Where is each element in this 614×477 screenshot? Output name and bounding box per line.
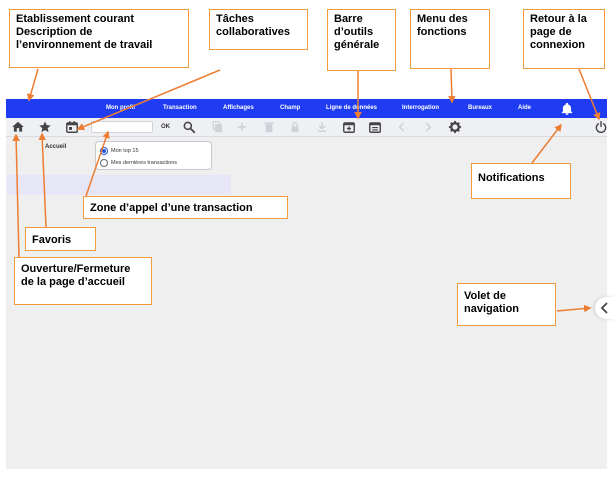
- calendar-add-icon[interactable]: [342, 120, 356, 134]
- radio-label: Mes dernières transactions: [111, 159, 178, 166]
- callout-menu-fonctions: Menu des fonctions: [410, 9, 490, 69]
- callout-notifications: Notifications: [471, 163, 571, 199]
- radio-mes-dernieres-transactions[interactable]: Mes dernières transactions: [100, 157, 177, 168]
- star-icon[interactable]: [38, 120, 52, 134]
- menu-item-transaction[interactable]: Transaction: [163, 105, 197, 111]
- transaction-call-input[interactable]: [91, 121, 153, 133]
- callout-volet-navigation: Volet de navigation: [457, 283, 556, 326]
- menu-item-interrogation[interactable]: Interrogation: [402, 105, 439, 111]
- menu-item-affichages[interactable]: Affichages: [223, 105, 254, 111]
- transaction-list-selector: Mon top 15 Mes dernières transactions: [95, 141, 212, 170]
- callout-ouverture-fermeture: Ouverture/Fermeture de la page d’accueil: [14, 257, 152, 305]
- menu-item-champ[interactable]: Champ: [280, 105, 301, 111]
- callout-retour-connexion: Retour à la page de connexion: [523, 9, 605, 69]
- home-tab[interactable]: Accueil: [45, 144, 67, 150]
- home-icon[interactable]: [11, 120, 25, 134]
- navigation-panel-toggle[interactable]: [595, 297, 614, 319]
- chevron-left-icon: [395, 120, 409, 134]
- menu-item-bureaux[interactable]: Bureaux: [468, 105, 493, 111]
- lock-icon: [288, 120, 302, 134]
- callout-zone-transaction: Zone d’appel d’une transaction: [83, 196, 288, 219]
- callout-taches: Tâches collaboratives: [209, 9, 308, 50]
- ok-button[interactable]: OK: [161, 124, 170, 130]
- arrow-menu: [448, 68, 456, 104]
- radio-label: Mon top 15: [111, 147, 139, 154]
- menu-item-ligne-de-donnees[interactable]: Ligne de données: [326, 105, 378, 111]
- delete-icon: [262, 120, 276, 134]
- menu-item-mon-profil[interactable]: Mon profil: [106, 105, 135, 111]
- radio-button-selected[interactable]: [100, 146, 108, 155]
- callout-etablissement: Etablissement courant Description de l’e…: [9, 9, 189, 68]
- chevron-right-icon: [421, 120, 435, 134]
- callout-favoris: Favoris: [25, 227, 96, 251]
- power-icon[interactable]: [594, 120, 608, 134]
- add-icon: [235, 120, 249, 134]
- calendar-icon[interactable]: [65, 120, 79, 134]
- main-menu-bar: Mon profil Transaction Affichages Champ …: [6, 99, 607, 118]
- home-panel: [7, 175, 231, 195]
- bell-icon[interactable]: [560, 102, 574, 116]
- search-icon[interactable]: [182, 120, 196, 134]
- radio-mon-top-15[interactable]: Mon top 15: [100, 145, 139, 156]
- copy-icon: [211, 120, 225, 134]
- menu-item-aide[interactable]: Aide: [518, 105, 532, 111]
- gear-icon[interactable]: [448, 120, 462, 134]
- arrow-etablissement: [27, 68, 39, 102]
- chevron-left-icon: [600, 302, 608, 314]
- general-toolbar: OK: [6, 118, 607, 137]
- callout-barre-outils: Barre d’outils générale: [327, 9, 396, 71]
- calendar-list-icon[interactable]: [368, 120, 382, 134]
- download-icon: [315, 120, 329, 134]
- radio-button[interactable]: [100, 158, 108, 167]
